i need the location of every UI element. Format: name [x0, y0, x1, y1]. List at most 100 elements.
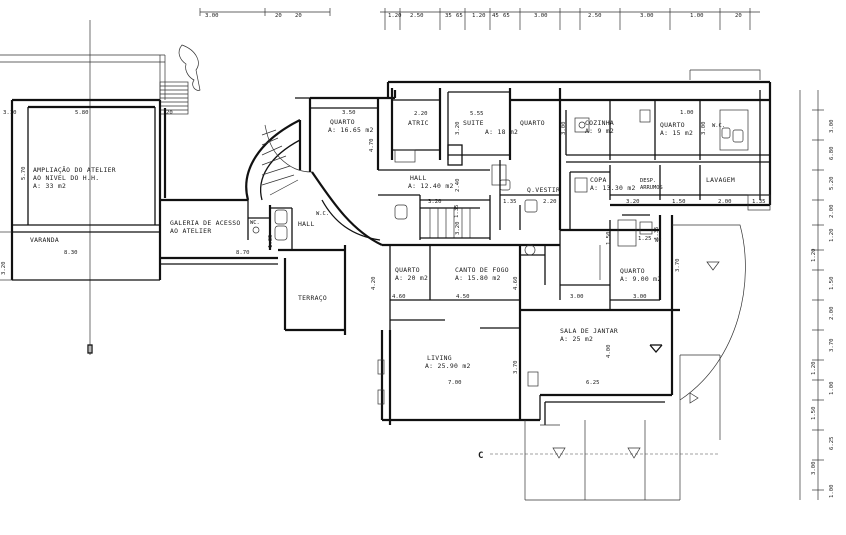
room-label-wc-quarto: WC: [655, 238, 662, 244]
room-label-varanda: VARANDA: [30, 236, 59, 244]
room-area-living: A: 25.90 m2: [425, 362, 471, 370]
dimension-label: 4.60: [513, 277, 519, 290]
dimension-label: 4.60: [392, 294, 405, 300]
dimension-label: 4.70: [369, 139, 375, 152]
room-labels: AMPLIAÇÃO DO ATELIER AO NIVEL DO H.H. A:…: [30, 118, 735, 370]
room-label-cozinha: COZINHA: [585, 119, 614, 127]
dimension-label: 5.70: [21, 167, 27, 180]
room-label-atric: ATRIC: [408, 119, 429, 127]
dimension-label: 3.20: [455, 222, 461, 235]
room-area-cozinha: A: 9 m2: [585, 127, 614, 135]
dimension-label: 3.20: [428, 199, 441, 205]
room-label-wc-hall: W.C.: [316, 211, 329, 217]
right-ruler-label: 5.20: [829, 177, 835, 190]
section-marker-label: C: [478, 451, 483, 461]
room-label-sala-jantar: SALA DE JANTAR: [560, 327, 618, 335]
room-area-quarto-2: A: 20 m2: [395, 274, 428, 282]
dimension-label: 1.35: [752, 199, 765, 205]
room-label-copa: COPA: [590, 176, 607, 184]
dimension-label: 2.20: [543, 199, 556, 205]
room-area-copa: A: 13.30 m2: [590, 184, 636, 192]
right-ruler-label: 6.25: [829, 437, 835, 450]
room-area-quarto-3: A: 9.00 m2: [620, 275, 661, 283]
room-label-suite: SUITE: [463, 119, 484, 127]
room-label-galeria: GALERIA DE ACESSO: [170, 219, 241, 227]
room-label-terraco: TERRAÇO: [298, 294, 327, 302]
dimension-label: 20: [166, 110, 173, 116]
dimension-label: 4.20: [371, 277, 377, 290]
right-ruler-label: 3.70: [829, 339, 835, 352]
right-ruler: 3.00 6.80 5.20 2.00 1.20 1.20 1.50 2.00 …: [799, 90, 835, 500]
room-label-quarto-2: QUARTO: [395, 266, 420, 274]
top-ruler-label: 2.50: [410, 13, 423, 19]
dimension-label: 6.25: [586, 380, 599, 386]
dimension-label: 3.00: [633, 294, 646, 300]
main-house-walls: [308, 69, 772, 501]
dimension-label: 2.40: [455, 179, 461, 192]
section-line: C: [478, 261, 720, 461]
dimension-label: 1.25: [638, 236, 651, 242]
top-ruler: 3.00 20 20 1.20 2.50 35 65 1.20 45 65 3.…: [199, 8, 760, 30]
room-label-canto-fogo: CANTO DE FOGO: [455, 266, 509, 274]
spiral-stair: [245, 97, 383, 246]
room-label-ampliacao: AMPLIAÇÃO DO ATELIER: [33, 165, 116, 174]
dimension-label: 2.20: [414, 111, 427, 117]
right-ruler-label: 6.80: [829, 147, 835, 160]
right-ruler-label: 1.00: [829, 485, 835, 498]
right-ruler-label: 3.00: [829, 120, 835, 133]
room-label-hall-esq: HALL: [298, 220, 315, 228]
dimension-label: 1.00: [680, 110, 693, 116]
dimension-label: 5.55: [470, 111, 483, 117]
room-label-q-vestir: Q.VESTIR: [527, 186, 560, 194]
top-ruler-label: 20: [275, 13, 282, 19]
dimension-label: 7.00: [448, 380, 461, 386]
room-area-quarto-1: A: 16.65 m2: [328, 126, 374, 134]
dimension-label: 8.30: [64, 250, 77, 256]
dimension-label: 5.80: [75, 110, 88, 116]
dimension-label: 3.20: [1, 262, 7, 275]
top-ruler-label: 1.00: [690, 13, 703, 19]
room-label-hall-centro: HALL: [410, 174, 427, 182]
top-ruler-label: 3.00: [640, 13, 653, 19]
room-label-quarto-coz: QUARTO: [660, 121, 685, 129]
top-ruler-label: 45: [492, 13, 499, 19]
dimension-labels: 3.10 5.80 20 3.50 2.20 5.55 3.20 4.70 2.…: [1, 110, 765, 386]
dimension-label: 3.00: [701, 122, 707, 135]
right-ruler-label: 2.00: [829, 307, 835, 320]
room-label-wc-coz: W.C.: [712, 123, 725, 129]
dimension-label: 1.35: [654, 227, 660, 240]
right-ruler-label: 1.20: [829, 229, 835, 242]
right-ruler-label: 1.50: [829, 277, 835, 290]
room-area-quarto-coz: A: 15 m2: [660, 129, 693, 137]
room-label-ampliacao: AO NIVEL DO H.H.: [33, 174, 99, 182]
room-label-quarto-3: QUARTO: [620, 267, 645, 275]
top-ruler-label: 35: [445, 13, 452, 19]
top-ruler-label: 3.00: [205, 13, 218, 19]
dimension-label: 2.00: [718, 199, 731, 205]
room-label-living: LIVING: [427, 354, 452, 362]
dimension-label: 1.35: [503, 199, 516, 205]
room-area-ampliacao: A: 33 m2: [33, 182, 66, 190]
right-ruler-label: 1.20: [811, 249, 817, 262]
dimension-label: 1.50: [672, 199, 685, 205]
room-area-quarto-suite: A: 18 m2: [485, 128, 518, 136]
dimension-label: 3.20: [455, 122, 461, 135]
top-ruler-label: 65: [456, 13, 463, 19]
dimension-label: 8.70: [236, 250, 249, 256]
room-label-desp: DESP.: [640, 178, 656, 184]
dimension-label: 1.35: [454, 205, 460, 218]
top-ruler-label: 2.50: [588, 13, 601, 19]
room-area-hall-centro: A: 12.40 m2: [408, 182, 454, 190]
dimension-label: 3.00: [561, 122, 567, 135]
top-ruler-label: 65: [503, 13, 510, 19]
top-ruler-label: 3.00: [534, 13, 547, 19]
right-ruler-label: 1.00: [829, 382, 835, 395]
room-label-quarto-1: QUARTO: [330, 118, 355, 126]
dimension-label: 3.70: [513, 361, 519, 374]
dimension-label: 3.00: [570, 294, 583, 300]
dimension-label: 1.50: [606, 232, 612, 245]
dimension-label: 4.00: [606, 345, 612, 358]
dimension-label: 3.20: [626, 199, 639, 205]
top-ruler-label: 20: [735, 13, 742, 19]
top-ruler-label: 1.20: [388, 13, 401, 19]
